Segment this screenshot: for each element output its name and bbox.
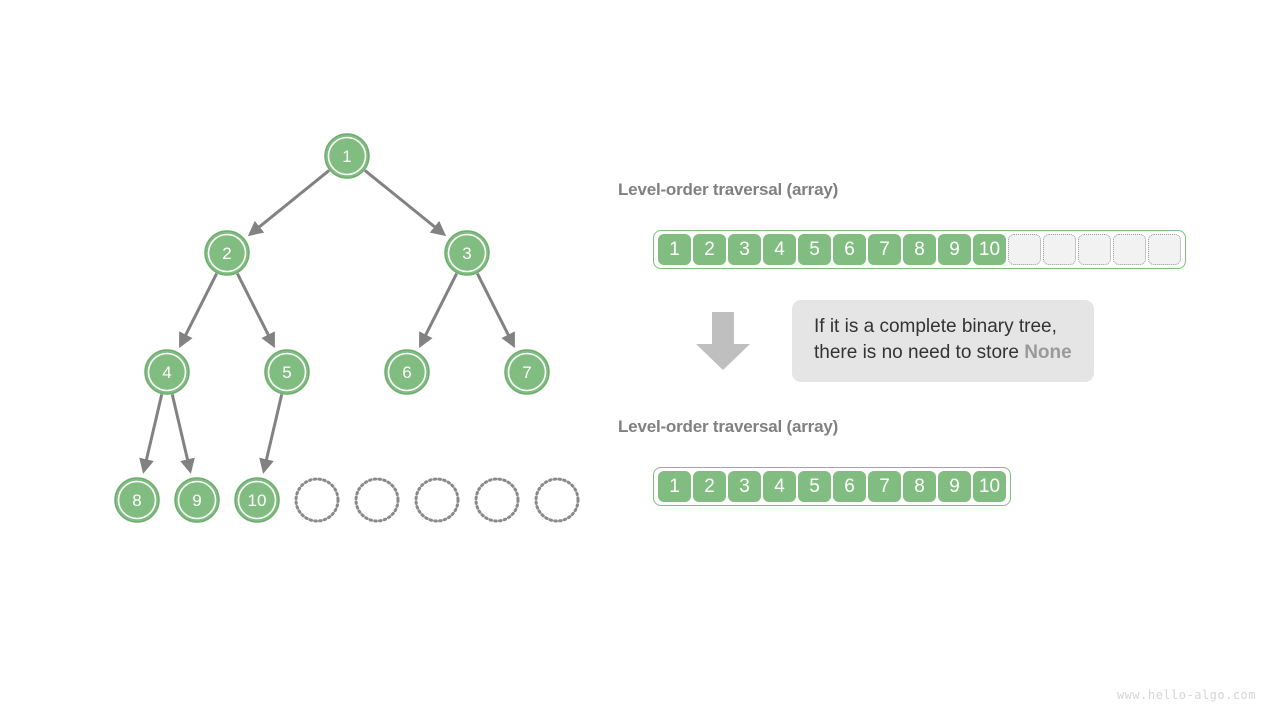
- tree-node-inner-ring: [327, 136, 367, 176]
- bottom-array-title: Level-order traversal (array): [618, 417, 839, 436]
- tree-node[interactable]: 3: [444, 230, 490, 276]
- callout-box: If it is a complete binary tree, there i…: [792, 300, 1094, 382]
- callout-row: If it is a complete binary tree, there i…: [694, 300, 1094, 382]
- array-cell[interactable]: 5: [798, 234, 831, 265]
- tree-node-empty[interactable]: [354, 477, 400, 523]
- array-cell-empty[interactable]: [1113, 234, 1146, 265]
- tree-node-empty[interactable]: [414, 477, 460, 523]
- down-arrow-icon: [696, 312, 750, 370]
- tree-node-inner-ring: [177, 480, 217, 520]
- top-array-title: Level-order traversal (array): [618, 180, 839, 199]
- array-cell[interactable]: 1: [658, 471, 691, 502]
- bottom-array-section: Level-order traversal (array): [618, 417, 838, 437]
- callout-line-2: there is no need to store None: [814, 340, 1072, 366]
- tree-edge: [236, 272, 275, 349]
- array-cell-empty[interactable]: [1148, 234, 1181, 265]
- tree-node-empty-outline: [294, 477, 340, 523]
- array-cell[interactable]: 8: [903, 471, 936, 502]
- array-cell[interactable]: 2: [693, 234, 726, 265]
- tree-node-label: 1: [342, 147, 351, 166]
- array-cell[interactable]: 6: [833, 234, 866, 265]
- tree-node-empty-outline: [414, 477, 460, 523]
- tree-edge: [419, 272, 458, 349]
- tree-node-label: 6: [402, 363, 411, 382]
- binary-tree-diagram: 1 2 3 4 5 6 7 8 9 10: [114, 133, 580, 523]
- tree-node-empty[interactable]: [294, 477, 340, 523]
- array-cell[interactable]: 1: [658, 234, 691, 265]
- tree-edge: [476, 272, 515, 349]
- array-cell-empty[interactable]: [1078, 234, 1111, 265]
- array-cell-empty[interactable]: [1043, 234, 1076, 265]
- tree-edge: [170, 394, 195, 474]
- tree-node-inner-ring: [267, 352, 307, 392]
- tree-node-inner-ring: [147, 352, 187, 392]
- tree-node[interactable]: 9: [174, 477, 220, 523]
- callout-line-2-prefix: there is no need to store: [814, 342, 1025, 363]
- tree-node-inner-ring: [507, 352, 547, 392]
- tree-edges: [139, 169, 515, 474]
- array-cell[interactable]: 7: [868, 471, 901, 502]
- tree-node[interactable]: 1: [324, 133, 370, 179]
- array-cell[interactable]: 4: [763, 471, 796, 502]
- tree-node-label: 7: [522, 363, 531, 382]
- tree-node-inner-ring: [237, 480, 277, 520]
- tree-node[interactable]: 6: [384, 349, 430, 395]
- tree-node-label: 8: [132, 491, 141, 510]
- tree-node-empty[interactable]: [474, 477, 520, 523]
- array-cell[interactable]: 5: [798, 471, 831, 502]
- tree-node[interactable]: 10: [234, 477, 280, 523]
- tree-node[interactable]: 7: [504, 349, 550, 395]
- tree-edge: [139, 394, 164, 474]
- tree-node-inner-ring: [387, 352, 427, 392]
- tree-node[interactable]: 4: [144, 349, 190, 395]
- array-cell[interactable]: 10: [973, 234, 1006, 265]
- tree-node-label: 9: [192, 491, 201, 510]
- array-cell[interactable]: 10: [973, 471, 1006, 502]
- array-cell[interactable]: 6: [833, 471, 866, 502]
- tree-edge: [259, 394, 284, 474]
- tree-node[interactable]: 8: [114, 477, 160, 523]
- tree-node-inner-ring: [207, 233, 247, 273]
- array-cell[interactable]: 3: [728, 471, 761, 502]
- tree-node-empty-outline: [474, 477, 520, 523]
- tree-node-inner-ring: [447, 233, 487, 273]
- array-cell[interactable]: 3: [728, 234, 761, 265]
- tree-edge: [363, 169, 447, 237]
- tree-node-empty-outline: [354, 477, 400, 523]
- array-cell[interactable]: 4: [763, 234, 796, 265]
- tree-node-inner-ring: [117, 480, 157, 520]
- tree-nodes: 1 2 3 4 5 6 7 8 9 10: [114, 133, 580, 523]
- tree-node-label: 4: [162, 363, 171, 382]
- array-cell[interactable]: 9: [938, 234, 971, 265]
- tree-node-label: 10: [248, 491, 267, 510]
- tree-node[interactable]: 5: [264, 349, 310, 395]
- tree-edge: [179, 272, 218, 349]
- array-cell[interactable]: 2: [693, 471, 726, 502]
- tree-edge: [247, 169, 331, 237]
- array-cell[interactable]: 9: [938, 471, 971, 502]
- tree-node-label: 3: [462, 244, 471, 263]
- array-cell[interactable]: 8: [903, 234, 936, 265]
- watermark: www.hello-algo.com: [1116, 688, 1256, 702]
- array-cell-empty[interactable]: [1008, 234, 1041, 265]
- tree-node-empty[interactable]: [534, 477, 580, 523]
- callout-none-keyword: None: [1024, 342, 1072, 363]
- top-array-section: Level-order traversal (array): [618, 180, 838, 200]
- tree-node-empty-outline: [534, 477, 580, 523]
- tree-node[interactable]: 2: [204, 230, 250, 276]
- tree-node-label: 2: [222, 244, 231, 263]
- tree-node-label: 5: [282, 363, 291, 382]
- callout-line-1: If it is a complete binary tree,: [814, 316, 1057, 337]
- array-cell[interactable]: 7: [868, 234, 901, 265]
